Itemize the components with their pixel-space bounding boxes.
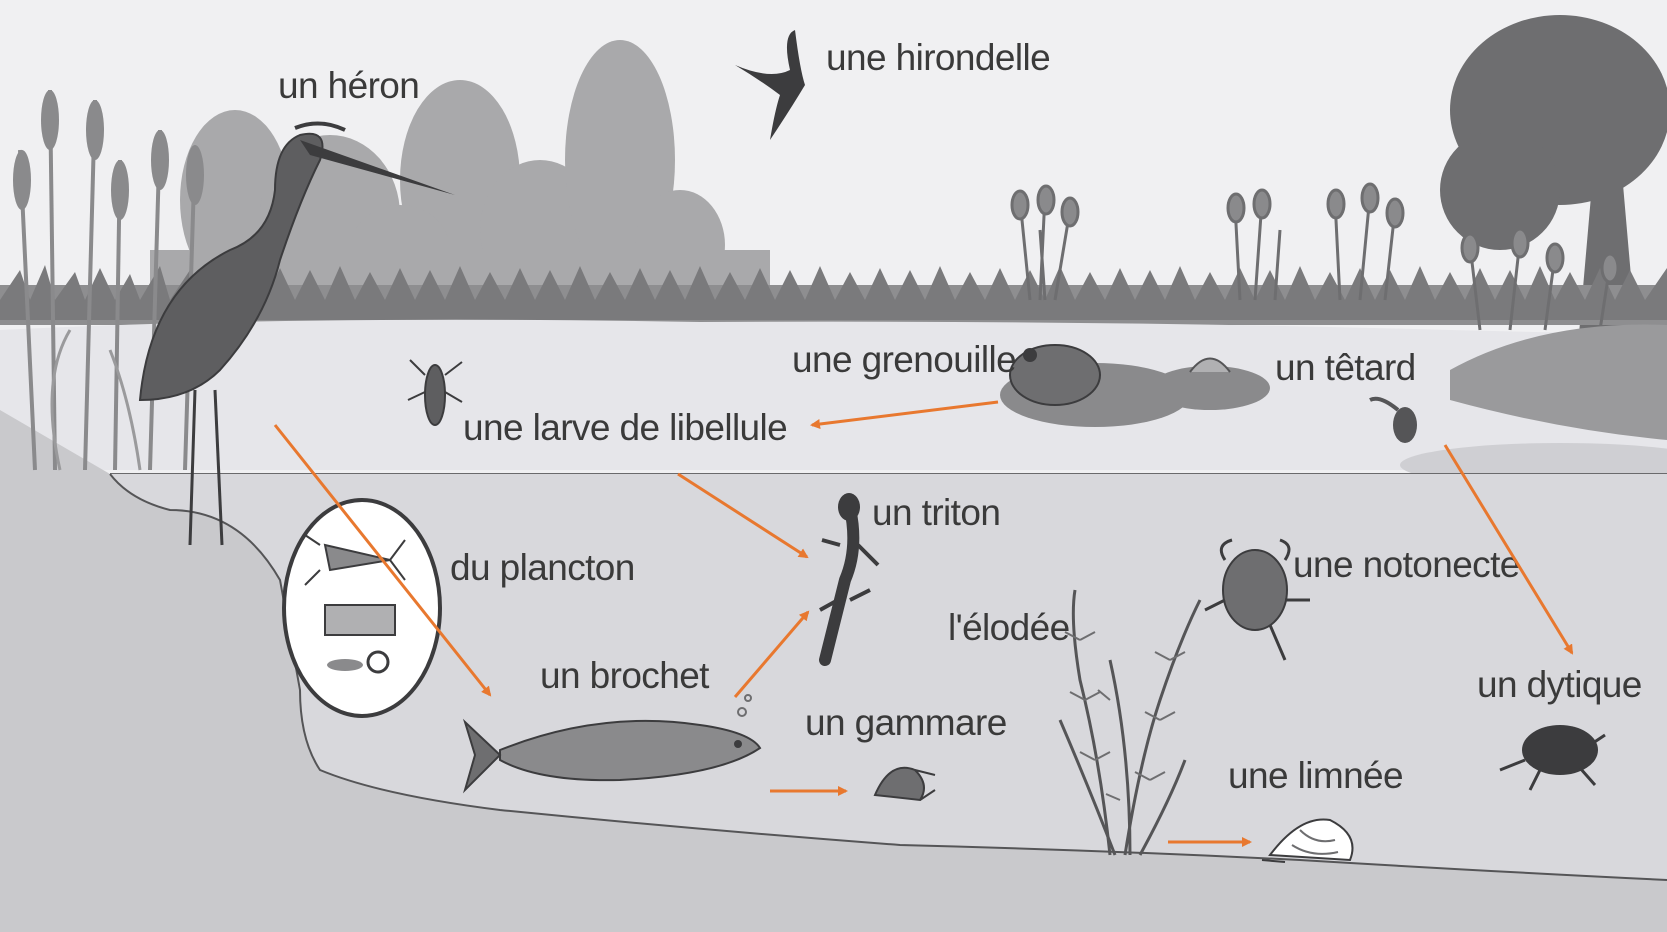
frog-illustration <box>1000 344 1270 427</box>
right-bank <box>1450 324 1667 440</box>
label-backswimmer: une notonecte <box>1293 544 1520 585</box>
label-pike: un brochet <box>540 655 710 696</box>
label-diving-beetle: un dytique <box>1477 664 1642 705</box>
heron-illustration <box>138 121 455 546</box>
tadpole-illustration <box>1369 396 1417 443</box>
waterweed-illustration <box>1058 589 1202 856</box>
arrow-heron-to-pike <box>273 424 492 697</box>
water-surface-zone <box>0 319 1667 470</box>
arrow-pike-to-newt <box>733 610 810 698</box>
diving-beetle-illustration <box>1499 725 1606 791</box>
label-plankton: du plancton <box>450 547 635 588</box>
arrow-larva-to-newt <box>677 472 809 559</box>
food-web-arrows <box>273 400 1574 847</box>
gammarus-illustration <box>873 766 936 802</box>
arrow-frog-to-larva <box>810 400 999 429</box>
label-tadpole: un têtard <box>1275 347 1416 388</box>
backswimmer-illustration <box>1204 538 1310 661</box>
dragonfly-larva-illustration <box>407 359 463 426</box>
reeds <box>13 89 204 471</box>
arrow-tadpole-to-beetle <box>1443 444 1574 655</box>
label-frog: une grenouille <box>792 339 1016 380</box>
label-swallow: une hirondelle <box>826 37 1050 78</box>
label-heron: un héron <box>278 65 419 106</box>
label-waterweed: l'élodée <box>948 607 1070 648</box>
swallow-illustration <box>735 30 805 140</box>
pike-illustration <box>462 694 762 794</box>
label-dragonfly-larva: une larve de libellule <box>463 407 787 448</box>
newt-illustration <box>819 493 880 666</box>
label-gammarus: un gammare <box>805 702 1007 743</box>
label-newt: un triton <box>872 492 1000 533</box>
snail-illustration <box>1261 818 1354 863</box>
plankton-illustration <box>282 498 442 718</box>
far-bank-grass <box>0 265 1667 325</box>
iris-plants <box>1010 182 1620 331</box>
ground <box>0 410 1667 932</box>
pond-bottom-line <box>109 473 1667 881</box>
label-snail: une limnée <box>1228 755 1403 796</box>
